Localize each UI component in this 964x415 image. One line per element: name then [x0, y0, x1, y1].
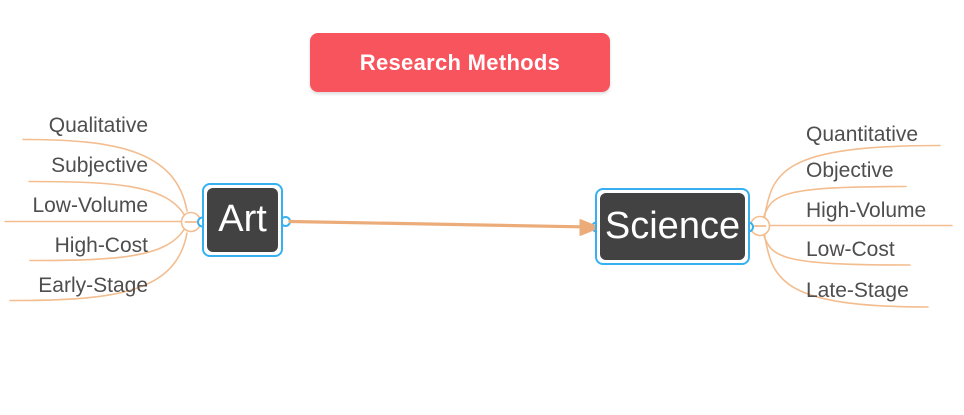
art-branch-lines — [4, 138, 188, 302]
branch-line-subjective — [28, 180, 185, 216]
node-art-label: Art — [207, 188, 278, 252]
art-collapse-toggle[interactable] — [180, 211, 202, 233]
node-science[interactable]: Science — [595, 188, 750, 265]
art-science-connector[interactable] — [288, 219, 601, 236]
art-subtopic-early-stage[interactable]: Early-Stage — [38, 274, 148, 297]
science-subtopic-high-volume[interactable]: High-Volume — [806, 199, 927, 222]
branch-line-early-stage — [9, 232, 188, 302]
root-topic[interactable]: Research Methods — [310, 33, 610, 92]
art-subtopic-low-volume[interactable]: Low-Volume — [32, 194, 148, 217]
science-subtopic-low-cost[interactable]: Low-Cost — [806, 238, 895, 261]
science-subtopic-quantitative[interactable]: Quantitative — [806, 123, 919, 146]
branch-line-late-stage — [763, 233, 929, 308]
science-subtopic-late-stage[interactable]: Late-Stage — [806, 279, 909, 302]
branch-line-qualitative — [22, 138, 188, 212]
science-branch-lines — [762, 144, 953, 308]
arrowhead-icon — [579, 219, 601, 236]
branch-line-high-cost — [29, 228, 185, 262]
node-science-label: Science — [600, 193, 745, 260]
art-subtopic-high-cost[interactable]: High-Cost — [54, 234, 148, 257]
science-collapse-toggle[interactable] — [749, 215, 771, 237]
art-subtopic-qualitative[interactable]: Qualitative — [48, 114, 148, 137]
science-subtopic-objective[interactable]: Objective — [806, 159, 894, 182]
branch-line-quantitative — [763, 144, 941, 219]
branch-line-objective — [762, 185, 907, 220]
node-art[interactable]: Art — [202, 183, 283, 257]
art-subtopic-subjective[interactable]: Subjective — [51, 154, 148, 177]
